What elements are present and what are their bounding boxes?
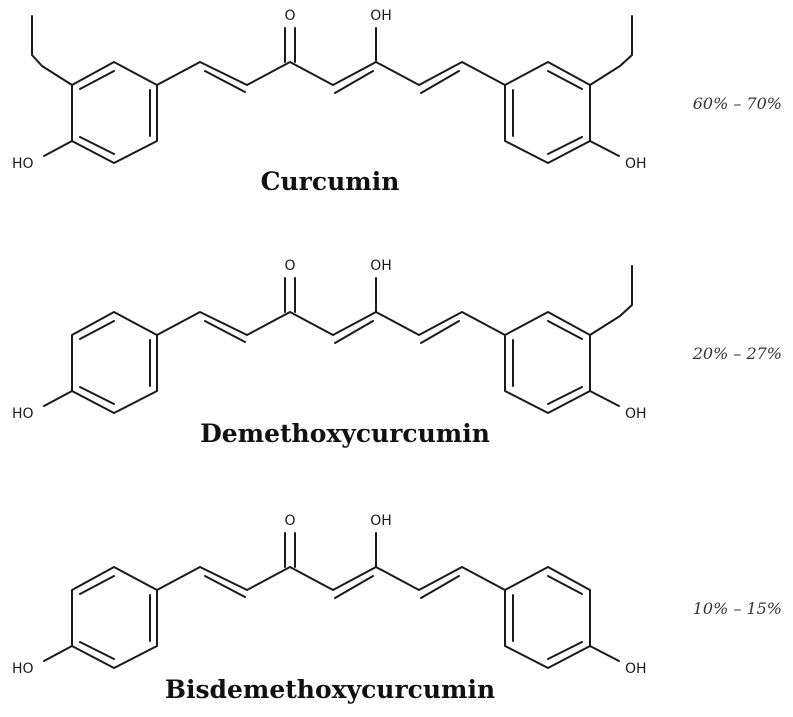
enol-hydroxyl-label: OH bbox=[370, 8, 392, 24]
bisdemethoxycurcumin-row: O OH HO OH Bisdemethoxycurcumin 10% – 15… bbox=[12, 513, 782, 704]
left-benzene-ring bbox=[71, 61, 158, 164]
right-benzene-ring bbox=[504, 61, 591, 164]
right-benzene-ring bbox=[504, 311, 591, 414]
demethoxycurcumin-row: O OH HO OH Demethoxycurcumin 20% – 27% bbox=[12, 258, 782, 448]
heptadienone-chain bbox=[156, 532, 506, 599]
left-hydroxyl-label: HO bbox=[12, 156, 34, 172]
abundance-percentage: 20% – 27% bbox=[692, 344, 782, 363]
compound-name: Demethoxycurcumin bbox=[200, 419, 490, 448]
heptadienone-chain bbox=[156, 277, 506, 344]
carbonyl-oxygen-label: O bbox=[284, 513, 295, 529]
left-hydroxy-group bbox=[43, 645, 73, 662]
curcumin-row: O OH HO OH Curcumin 60% – 70% bbox=[12, 8, 782, 196]
bisdemethoxycurcumin-structure: O OH HO OH bbox=[12, 513, 647, 677]
carbonyl-oxygen-label: O bbox=[284, 258, 295, 274]
left-benzene-ring bbox=[71, 566, 158, 669]
compound-name: Curcumin bbox=[261, 167, 400, 196]
compound-name: Bisdemethoxycurcumin bbox=[165, 675, 495, 704]
left-methoxy-group bbox=[31, 15, 73, 86]
demethoxycurcumin-structure: O OH HO OH bbox=[12, 258, 647, 422]
heptadienone-chain bbox=[156, 27, 506, 94]
left-hydroxy-group bbox=[43, 140, 73, 157]
left-hydroxy-group bbox=[43, 390, 73, 407]
abundance-percentage: 10% – 15% bbox=[693, 599, 782, 618]
right-hydroxyl-label: OH bbox=[625, 406, 647, 422]
enol-hydroxyl-label: OH bbox=[370, 513, 392, 529]
enol-hydroxyl-label: OH bbox=[370, 258, 392, 274]
right-hydroxyl-label: OH bbox=[625, 156, 647, 172]
right-hydroxy-group bbox=[589, 140, 620, 157]
right-hydroxy-group bbox=[589, 390, 620, 407]
right-hydroxy-group bbox=[589, 645, 620, 662]
carbonyl-oxygen-label: O bbox=[284, 8, 295, 24]
right-benzene-ring bbox=[504, 566, 591, 669]
left-hydroxyl-label: HO bbox=[12, 406, 34, 422]
right-methoxy-group bbox=[589, 15, 633, 86]
left-benzene-ring bbox=[71, 311, 158, 414]
left-hydroxyl-label: HO bbox=[12, 661, 34, 677]
right-hydroxyl-label: OH bbox=[625, 661, 647, 677]
abundance-percentage: 60% – 70% bbox=[693, 94, 782, 113]
curcumin-structure: O OH HO OH bbox=[12, 8, 647, 172]
right-methoxy-group bbox=[589, 265, 633, 336]
